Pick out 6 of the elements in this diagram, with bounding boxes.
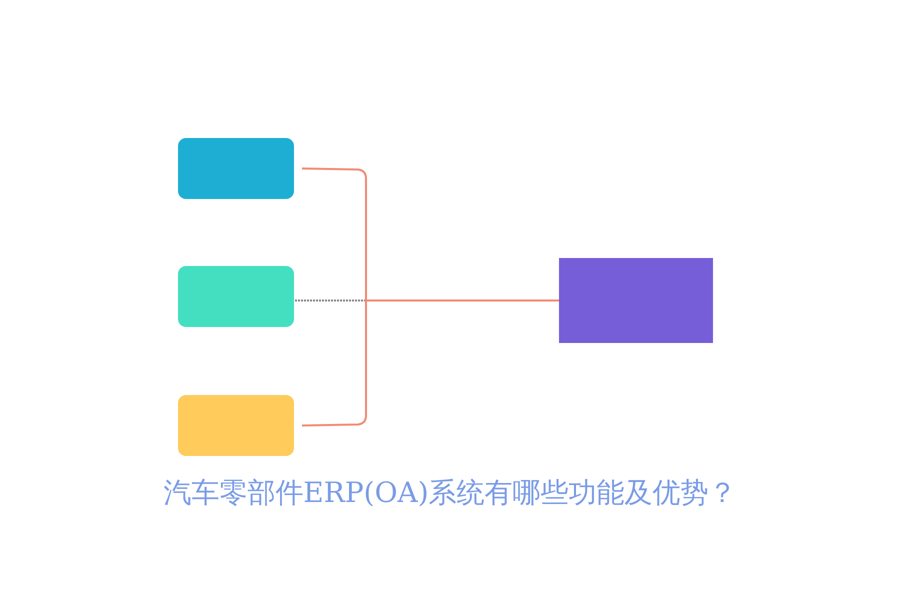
bracket-connector xyxy=(302,300,559,426)
colored-box xyxy=(178,138,294,199)
colored-box xyxy=(559,258,713,343)
title: 汽车零部件ERP(OA)系统有哪些功能及优势？ xyxy=(162,475,738,511)
colored-box xyxy=(178,266,294,327)
colored-box xyxy=(178,395,294,456)
